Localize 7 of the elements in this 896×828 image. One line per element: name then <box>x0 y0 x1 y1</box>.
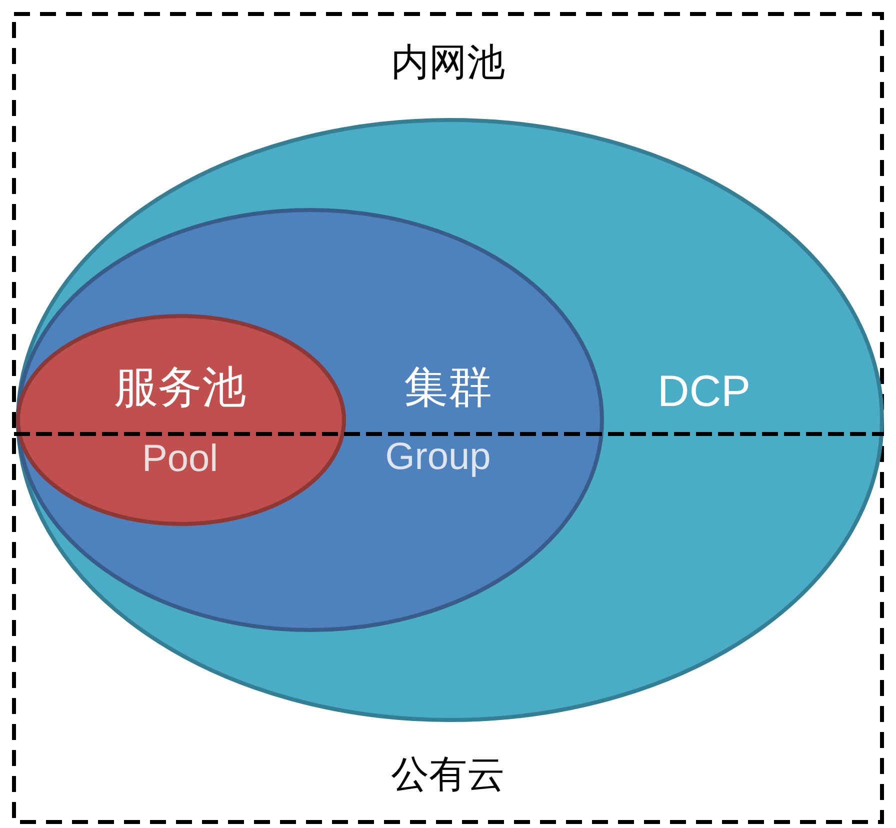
ellipse-label: DCP <box>658 370 750 414</box>
ellipse-label: 服务池 <box>114 366 246 410</box>
region-label: 公有云 <box>391 756 505 794</box>
ellipse-label: 集群 <box>404 366 492 410</box>
ellipse-sublabel: Pool <box>142 440 218 478</box>
ellipse-sublabel: Group <box>385 438 491 476</box>
region-label: 内网池 <box>391 44 505 82</box>
